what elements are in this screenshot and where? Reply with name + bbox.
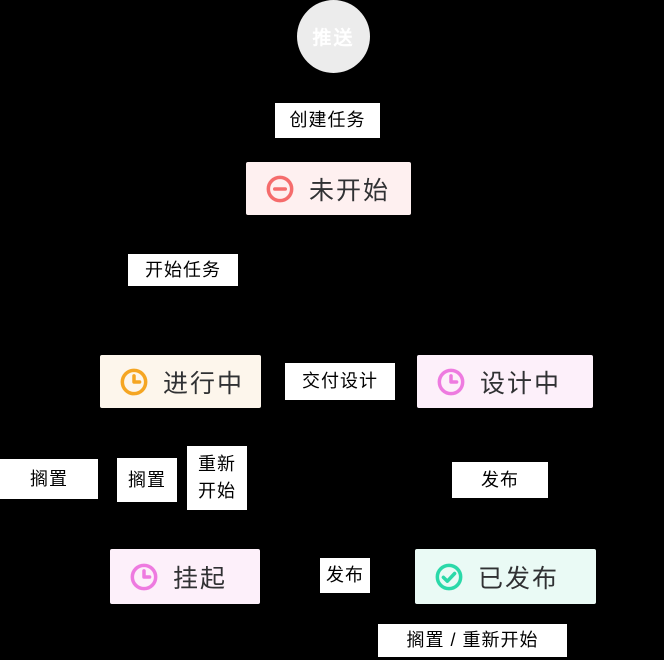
edge-label-publish-mid: 发布 [320,558,370,593]
edge-label-publish-right: 发布 [452,462,548,498]
edge-label-shelve-left: 搁置 [0,459,98,499]
state-label: 已发布 [478,564,560,593]
check-circle-icon [435,563,463,591]
state-in-progress[interactable]: 进行中 [100,355,261,408]
state-designing[interactable]: 设计中 [417,355,593,408]
minus-circle-icon [266,175,294,203]
state-not-started[interactable]: 未开始 [246,162,411,215]
edge-label-shelve-or-restart: 搁置 / 重新开始 [378,624,567,657]
state-label: 设计中 [480,369,562,398]
edge-label-deliver-design: 交付设计 [285,363,395,400]
edge-label-start-task: 开始任务 [128,254,238,286]
edge-label-create-task: 创建任务 [275,103,380,138]
state-label: 未开始 [309,176,391,205]
state-suspended[interactable]: 挂起 [110,549,260,604]
node-push-start[interactable]: 推送 [297,0,370,73]
state-label: 挂起 [173,564,228,593]
clock-icon [120,368,148,396]
start-node-label: 推送 [312,28,355,49]
clock-icon [437,368,465,396]
edge-label-shelve-mid: 搁置 [117,458,177,502]
state-published[interactable]: 已发布 [415,549,596,604]
state-label: 进行中 [163,369,245,398]
clock-icon [130,563,158,591]
edge-label-restart: 重新开始 [187,446,247,510]
